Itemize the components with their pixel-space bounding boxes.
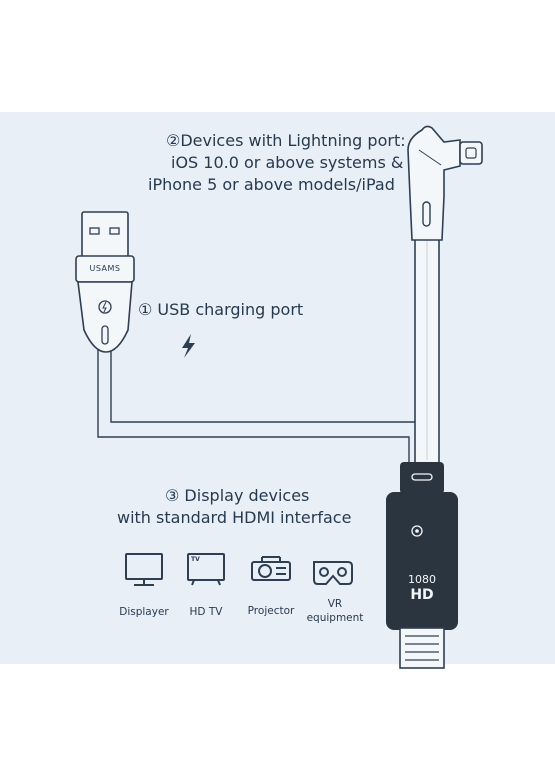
tv-icon-text: TV bbox=[191, 556, 200, 563]
lightning-callout-line1: ②Devices with Lightning port: bbox=[166, 131, 406, 150]
device-label-projector: Projector bbox=[247, 605, 295, 617]
device-label-vr-line1: VR bbox=[327, 598, 343, 610]
hdmi-plug bbox=[386, 462, 458, 669]
usb-plug bbox=[75, 211, 135, 353]
hdmi-resolution-label: 1080 bbox=[408, 573, 436, 586]
lightning-plug bbox=[407, 125, 483, 241]
device-label-displayer: Displayer bbox=[119, 606, 169, 618]
hdmi-hd-label: HD bbox=[410, 587, 434, 603]
lightning-callout-line3: iPhone 5 or above models/iPad bbox=[148, 175, 395, 194]
projector-icon bbox=[251, 556, 291, 581]
monitor-icon bbox=[125, 553, 163, 586]
lightning-cable bbox=[414, 235, 440, 465]
device-label-hdtv: HD TV bbox=[189, 606, 223, 618]
vr-headset-icon bbox=[313, 561, 353, 585]
display-callout-line1: ③ Display devices bbox=[165, 486, 310, 505]
device-label-vr-line2: equipment bbox=[306, 612, 364, 624]
tv-icon bbox=[187, 553, 225, 586]
usb-callout-label: ① USB charging port bbox=[138, 300, 304, 319]
usb-brand-label: USAMS bbox=[89, 264, 121, 273]
charging-bolt-icon bbox=[182, 334, 195, 358]
display-callout-line2: with standard HDMI interface bbox=[117, 508, 352, 527]
wire-outline bbox=[97, 350, 422, 462]
product-panel bbox=[0, 112, 555, 664]
lightning-callout-line2: iOS 10.0 or above systems & bbox=[171, 153, 404, 172]
